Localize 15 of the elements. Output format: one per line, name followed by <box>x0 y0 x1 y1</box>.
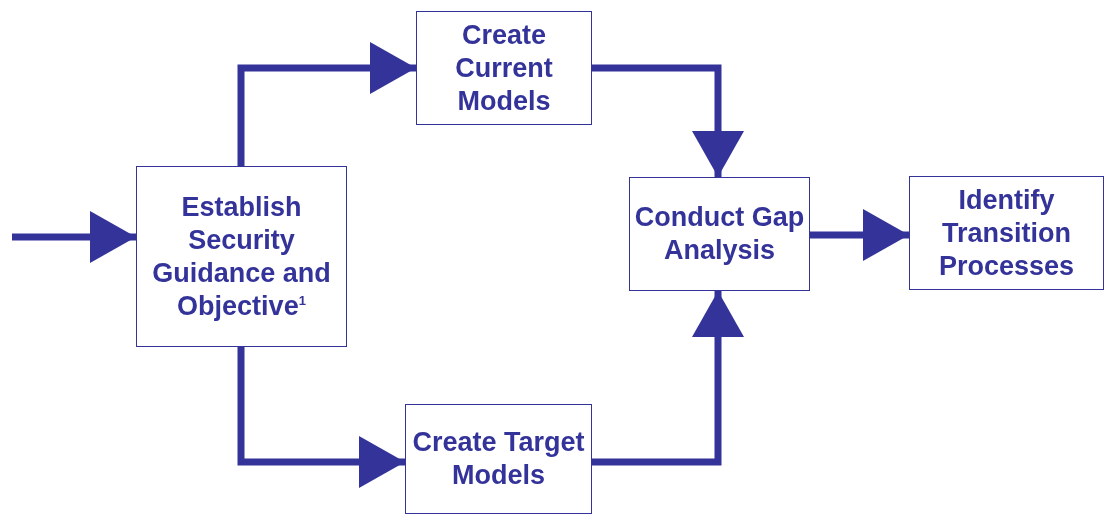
process-box <box>136 166 347 347</box>
process-box <box>629 177 810 291</box>
arrow <box>810 209 909 261</box>
arrow <box>592 291 744 466</box>
step-label: Create Current Models <box>454 18 554 118</box>
step-label: Create Target Models <box>411 426 586 492</box>
step-label: Conduct Gap Analysis <box>633 201 806 267</box>
process-box <box>909 176 1104 290</box>
arrow <box>237 347 405 488</box>
step-label: Establish Security Guidance and Objective$^{1}$ <box>151 190 332 323</box>
arrow <box>237 42 416 166</box>
arrow <box>592 64 744 177</box>
process-box <box>405 404 592 514</box>
process-box <box>416 11 592 125</box>
step-label: Identify Transition Processes <box>937 183 1076 283</box>
